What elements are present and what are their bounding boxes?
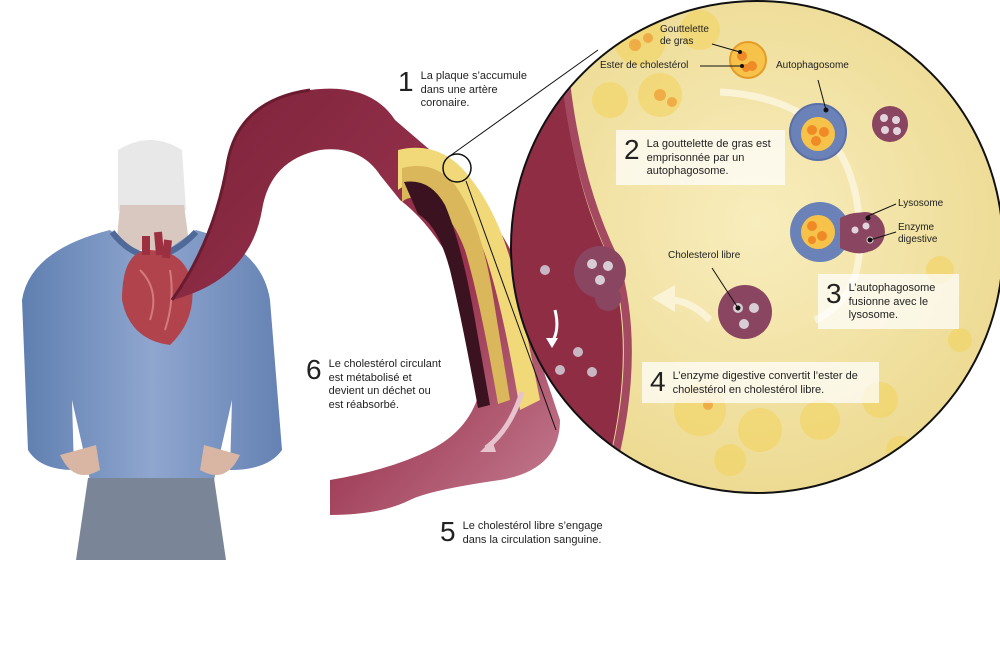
- step-6: 6 Le cholestérol circulant est métabolis…: [306, 356, 447, 412]
- autophagosome: [789, 79, 847, 161]
- step-1-text: La plaque s’accumule dans une artère cor…: [420, 70, 527, 109]
- step-3-number: 3: [826, 278, 842, 309]
- step-4: 4 L’enzyme digestive convertit l’ester d…: [642, 362, 879, 403]
- step-2-number: 2: [624, 134, 640, 165]
- step-2: 2 La gouttelette de gras est emprisonnée…: [616, 130, 785, 185]
- step-4-text: L’enzyme digestive convertit l’ester de …: [672, 370, 858, 396]
- artery-cross-section: [398, 147, 540, 410]
- step-6-text: Le cholestérol circulant est métabolisé …: [328, 358, 442, 411]
- label-fat-droplet: Gouttelette de gras: [660, 24, 709, 47]
- fat-droplet: [700, 41, 767, 79]
- free-cholesterol-vesicle: [711, 267, 772, 339]
- heart: [122, 231, 193, 345]
- step-2-text: La gouttelette de gras est emprisonnée p…: [646, 138, 771, 177]
- step-3: 3 L’autophagosome fusionne avec le lysos…: [818, 274, 959, 329]
- label-digestive-enzyme: Enzyme digestive: [898, 222, 938, 245]
- step-6-number: 6: [306, 354, 322, 385]
- magnified-view: [510, 0, 1000, 494]
- cycle-arrowhead-icon: [652, 285, 675, 312]
- lysosome-standalone: [872, 106, 908, 142]
- label-free-cholesterol: Cholesterol libre: [668, 250, 741, 261]
- step-5-number: 5: [440, 516, 456, 547]
- step-1: 1 La plaque s’accumule dans une artère c…: [398, 68, 539, 111]
- step-3-text: L’autophagosome fusionne avec le lysosom…: [848, 282, 936, 321]
- label-autophagosome: Autophagosome: [776, 60, 849, 71]
- label-cholesterol-ester: Ester de cholestérol: [600, 60, 689, 71]
- flow-arrowhead-icon: [480, 440, 496, 452]
- magnifier-pointer: [442, 49, 599, 431]
- step-1-number: 1: [398, 66, 414, 97]
- step-5-text: Le cholestérol libre s’engage dans la ci…: [462, 520, 603, 546]
- step-5: 5 Le cholestérol libre s’engage dans la …: [440, 518, 613, 547]
- person-figure: [22, 140, 282, 560]
- step-4-number: 4: [650, 366, 666, 397]
- fusing-autolysosome: [790, 202, 897, 262]
- label-lysosome: Lysosome: [898, 198, 944, 209]
